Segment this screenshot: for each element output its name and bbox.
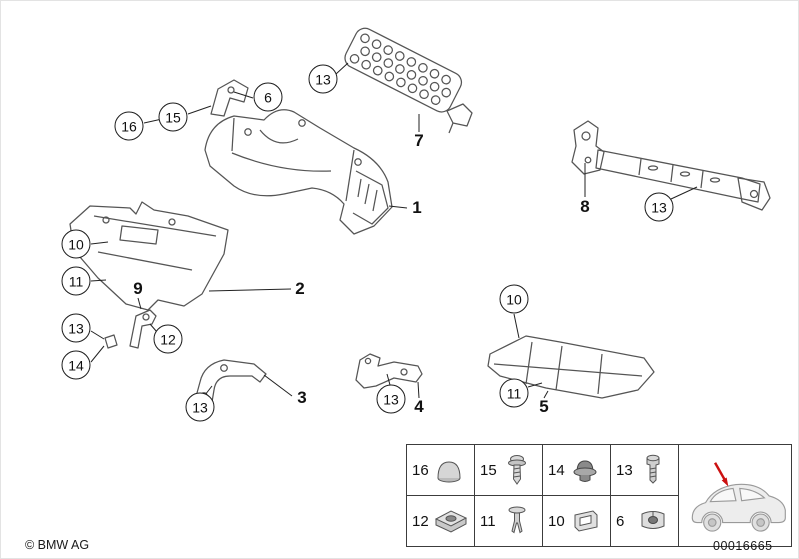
legend-cell-13[interactable]: 13 [611,445,678,495]
callout-13[interactable]: 13 [308,64,338,94]
legend-cell-10[interactable]: 10 [543,496,610,546]
callout-11[interactable]: 11 [61,266,91,296]
part-8-drawing [571,120,771,211]
legend-label: 15 [480,461,497,479]
part-5-drawing [487,335,655,399]
clip-nut-icon [434,510,468,533]
callout-10[interactable]: 10 [499,284,529,314]
grommet-icon [573,460,597,482]
legend-label: 10 [548,512,565,530]
legend-label: 12 [412,512,429,530]
callout-16[interactable]: 16 [114,111,144,141]
part-7-drawing [344,27,473,134]
cap-plug-icon [437,461,461,483]
legend-label: 13 [616,461,633,479]
legend-cell-11[interactable]: 11 [475,496,542,546]
legend-label: 6 [616,512,625,530]
legend-cell-12[interactable]: 12 [407,496,474,546]
callout-6[interactable]: 6 [253,82,283,112]
legend-label: 11 [480,512,496,530]
legend-label: 16 [412,461,429,479]
part-9-drawing [104,309,157,349]
callout-14[interactable]: 14 [61,350,91,380]
bolt-icon [646,454,660,484]
callout-11[interactable]: 11 [499,378,529,408]
part-2-drawing [69,201,229,311]
expanding-rivet-icon [508,506,526,534]
legend-cell-14[interactable]: 14 [543,445,610,495]
car-illustration [691,462,786,532]
part-4-drawing [355,353,423,389]
part-label-4[interactable]: 4 [414,397,424,416]
part-label-1[interactable]: 1 [412,198,422,217]
legend-label: 14 [548,461,565,479]
part-label-2[interactable]: 2 [295,279,305,298]
part-label-3[interactable]: 3 [297,388,307,407]
speed-nut-icon [641,511,665,529]
callout-10[interactable]: 10 [61,229,91,259]
copyright-text: © BMW AG [25,538,90,552]
part-label-7[interactable]: 7 [414,131,424,150]
part-1-drawing [204,79,393,235]
callout-13[interactable]: 13 [376,384,406,414]
part-label-8[interactable]: 8 [580,197,590,216]
location-arrow [713,462,729,487]
cage-clip-icon [574,510,598,532]
callout-12[interactable]: 12 [153,324,183,354]
callout-15[interactable]: 15 [158,102,188,132]
legend-cell-6[interactable]: 6 [611,496,678,546]
car-locator [679,445,791,546]
fastener-legend: 16 15 14 13 [406,444,792,547]
image-number: 00016665 [713,539,773,553]
part-label-5[interactable]: 5 [539,397,549,416]
callout-13[interactable]: 13 [61,313,91,343]
callout-13[interactable]: 13 [644,192,674,222]
part-label-9[interactable]: 9 [133,279,143,298]
legend-cell-16[interactable]: 16 [407,445,474,495]
tapping-screw-icon [508,455,526,485]
callout-13[interactable]: 13 [185,392,215,422]
legend-cell-15[interactable]: 15 [475,445,542,495]
